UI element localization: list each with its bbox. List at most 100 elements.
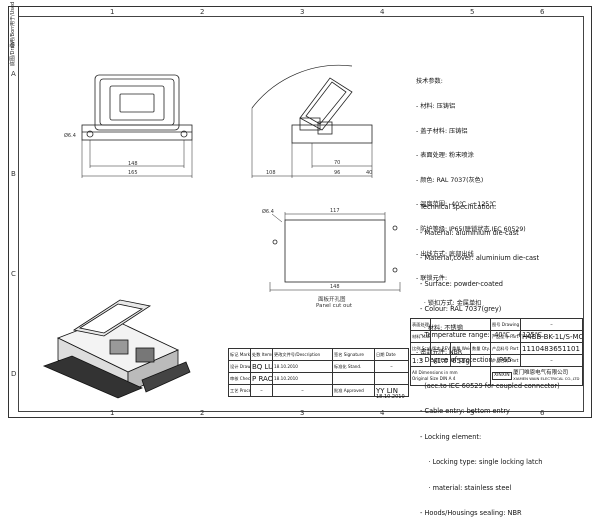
title-block: 表面处理 Finish – 图号 Drawing No. – 材料 Materi…	[409, 318, 584, 386]
part-name-value: –	[520, 354, 584, 367]
checked-role	[332, 372, 375, 385]
spec-en-line: (acc.to IEC 60529 for coupled connector)	[420, 381, 560, 390]
spec-en-line: - Cable entry: bottom entry	[420, 407, 510, 415]
qty-label: 数量 Qty.	[469, 342, 492, 355]
approved-date: 18.10.2010	[376, 394, 405, 400]
dim-side-96: 96	[334, 170, 341, 176]
zone-top-2: 2	[200, 8, 205, 16]
spec-cn-line: 技术参数:	[416, 78, 443, 86]
drawing-no-label: 图号 Drawing No.	[490, 318, 522, 331]
zone-bottom-5: 5	[470, 409, 475, 417]
rev-header-mark: 标记 Mark	[228, 348, 251, 361]
zone-bottom-1: 1	[110, 409, 115, 417]
weight-label: 重量 Weight	[450, 342, 471, 355]
company-logo: XINXIN	[492, 372, 512, 380]
spec-en-line: · Locking type: single locking latch	[420, 458, 543, 466]
zone-top-3: 3	[300, 8, 305, 16]
panel-cutout	[269, 212, 401, 292]
zone-bottom-4: 4	[380, 409, 385, 417]
dim-front-148: 148	[128, 161, 138, 167]
process-date: –	[272, 384, 333, 397]
spec-cn-line: - 温度范围: -40℃ - +125℃	[416, 201, 497, 209]
spec-cn-line: - 颜色: RAL 7037(灰色)	[416, 176, 484, 184]
stand-value: –	[374, 360, 409, 373]
spec-cn-line: - 盖子材料: 压铸铝	[416, 127, 468, 135]
spec-cn-line: · 锁扣方式: 金属单扣	[416, 299, 482, 307]
zone-top-5: 5	[470, 8, 475, 16]
weight-value: 651g	[450, 354, 471, 367]
zone-bottom-6: 6	[540, 409, 545, 417]
zone-side-C: C	[11, 270, 16, 278]
drawing-no-value: –	[520, 318, 584, 331]
technical-drawing	[42, 64, 401, 399]
zone-top-4: 4	[380, 8, 385, 16]
spec-en-line: - Hoods/Housings sealing: NBR	[420, 509, 522, 517]
approved-label: 批准 Approved	[332, 384, 375, 397]
checked-date: 18.10.2010	[272, 372, 333, 385]
spec-en-line: · material: stainless steel	[420, 483, 512, 492]
rev-header-desc: 更改文件号/Description	[272, 348, 333, 361]
drawing-border	[18, 16, 584, 412]
spec-cn-line: - 防护等级: IP65(联锁状态,IEC 60529)	[416, 226, 526, 234]
process-label: 工艺 Process	[228, 384, 251, 397]
process-name: –	[250, 384, 273, 397]
part-no-label: 产品料号 Part No.	[490, 342, 522, 355]
rev-label: 版本 REV.	[430, 342, 451, 355]
spec-en-line: Technical specification:	[420, 203, 497, 211]
zone-side-A: A	[11, 70, 16, 78]
zone-top-1: 1	[110, 8, 115, 16]
zone-bottom-3: 3	[300, 409, 305, 417]
dim-front-165: 165	[128, 170, 138, 176]
spec-cn-line: - 联锁元件:	[416, 275, 448, 283]
revision-table: 标记 Mark 处数 Items 更改文件号/Description 签名 Si…	[228, 348, 409, 397]
drawn-label: 设计 Drawn	[228, 360, 251, 373]
part-code-value: H4BB-BK-1L/S-MCV	[520, 330, 584, 343]
company-cn: 厦门唯恩电气有限公司	[513, 370, 569, 376]
finish-label: 表面处理 Finish	[410, 318, 431, 331]
iso-render	[42, 299, 191, 399]
spec-en-line: - Surface: powder-coated	[420, 279, 503, 288]
part-name-label: 产品名称 Part Name	[490, 354, 522, 367]
dim-side-108: 108	[266, 170, 276, 176]
checked-name: P RAO	[250, 372, 273, 385]
company-cell: XINXIN 厦门唯恩电气有限公司 XIAMEN WAIN ELECTRICAL…	[490, 366, 584, 386]
spec-en-line: - Colour: RAL 7037(grey)	[420, 305, 502, 313]
qty-value: –	[469, 354, 492, 367]
company-en: XIAMEN WAIN ELECTRICAL CO.,LTD	[513, 376, 580, 381]
rev-header-items: 处数 Items	[250, 348, 273, 361]
dim-cutout-148: 148	[330, 284, 340, 290]
stand-label: 标准化 Stand.	[332, 360, 375, 373]
spec-en-line: - Locking element:	[420, 432, 482, 441]
dim-cutout-hole: Ø6.4	[262, 209, 274, 215]
dim-side-70: 70	[334, 160, 341, 166]
part-code-label: 产品型号 Part Code	[490, 330, 522, 343]
zone-bottom-2: 2	[200, 409, 205, 417]
zone-side-B: B	[11, 170, 16, 178]
material-value: –	[429, 330, 492, 343]
checked-rname	[374, 372, 409, 385]
rev-header-sign: 签名 Signature	[332, 348, 375, 361]
scale-value: 1:3	[410, 354, 431, 367]
dim-side-40: 40	[366, 170, 373, 176]
approved-name: YY LIN	[374, 384, 409, 397]
spec-en-line: - Material: aluminium die-cast	[420, 228, 519, 237]
drawn-name: BQ LUO	[250, 360, 273, 373]
rev-header-date: 日期 Date	[374, 348, 409, 361]
zone-side-D: D	[11, 370, 17, 378]
dim-front-hole: Ø6.4	[64, 133, 76, 139]
rev-value: V1.0	[430, 354, 451, 367]
spec-cn-line: - 材料: 压铸铝	[416, 103, 456, 111]
dims-note: All Dimensions in mm Original Size DIN A…	[409, 366, 492, 386]
material-label: 材料 Material	[410, 330, 431, 343]
side-view	[251, 64, 373, 178]
cutout-caption-en: Panel cut out	[316, 303, 353, 309]
dim-cutout-117: 117	[330, 208, 340, 214]
spec-en-line: - Material,cover: aluminium die-cast	[420, 254, 540, 262]
usage-strip	[8, 6, 19, 46]
part-no-value: 1110483651101	[520, 342, 584, 355]
drawn-date: 18.10.2010	[272, 360, 333, 373]
spec-cn-line: - 表面处理: 粉末喷涂	[416, 152, 474, 160]
scale-label: 比例 Scale	[410, 342, 431, 355]
checked-label: 审核 Checked	[228, 372, 251, 385]
finish-value: –	[429, 318, 492, 331]
